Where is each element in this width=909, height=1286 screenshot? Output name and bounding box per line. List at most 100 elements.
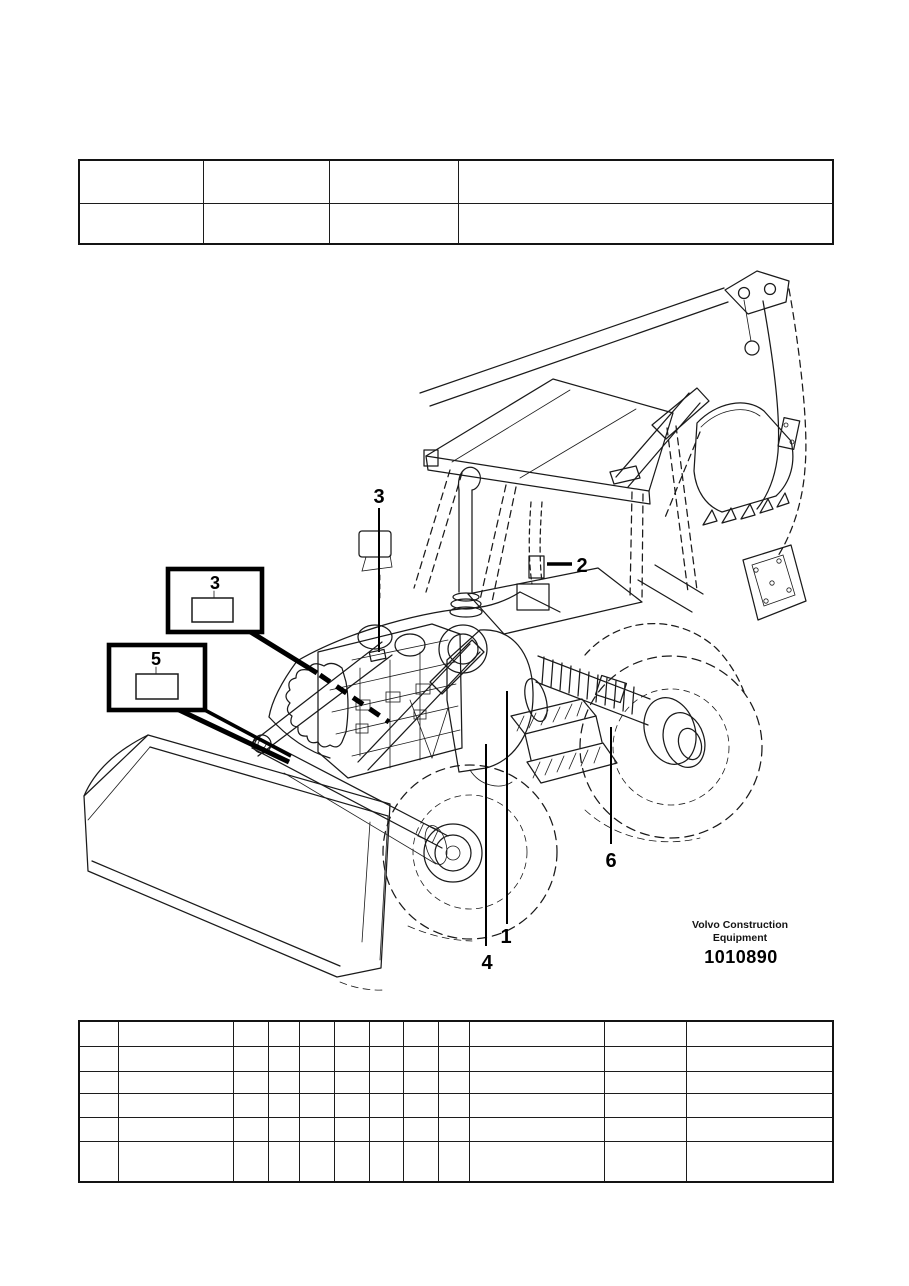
table-cell: [368, 1020, 404, 1047]
table-cell: [468, 1045, 605, 1072]
table-cell: [685, 1020, 834, 1047]
table-cell: [402, 1092, 439, 1118]
table-cell: [298, 1070, 335, 1094]
table-cell: [603, 1020, 687, 1047]
table-cell: [117, 1092, 234, 1118]
table-cell: [232, 1070, 269, 1094]
rear-wheel: [579, 655, 763, 843]
table-cell: [402, 1070, 439, 1094]
table-cell: [603, 1092, 687, 1118]
machine-drawing: [83, 270, 807, 991]
credit-line-1: Volvo Construction: [692, 919, 788, 931]
table-cell: [603, 1116, 687, 1142]
callout-6-number: 6: [605, 850, 616, 872]
callouts: 3 2 1 4 6 3: [106, 486, 617, 974]
decal-box-5-number: 5: [151, 649, 161, 669]
front-axle: [251, 734, 483, 883]
table-cell: [368, 1140, 404, 1183]
callout-1-number: 1: [500, 926, 511, 948]
callout-3-target: [368, 648, 387, 662]
table-cell: [232, 1020, 269, 1047]
figure-number: 1010890: [704, 947, 778, 967]
table-cell: [437, 1020, 470, 1047]
table-cell: [78, 1020, 119, 1047]
table-cell: [685, 1140, 834, 1183]
loader-arm: [249, 639, 485, 771]
table-cell: [78, 1140, 119, 1183]
table-cell: [202, 159, 330, 204]
drive-shaft: [535, 655, 706, 768]
table-cell: [603, 1045, 687, 1072]
table-cell: [437, 1070, 470, 1094]
table-cell: [468, 1020, 605, 1047]
callout-3-number: 3: [373, 486, 384, 508]
table-cell: [298, 1020, 335, 1047]
decal-box-5: 5: [106, 642, 292, 765]
table-cell: [333, 1092, 370, 1118]
table-cell: [232, 1092, 269, 1118]
table-cell: [78, 202, 204, 245]
table-cell: [267, 1020, 300, 1047]
table-cell: [298, 1116, 335, 1142]
table-cell: [402, 1116, 439, 1142]
table-cell: [457, 202, 834, 245]
table-row: [78, 1045, 834, 1072]
decal-box-3-number: 3: [210, 573, 220, 593]
table-cell: [685, 1045, 834, 1072]
table-cell: [685, 1070, 834, 1094]
table-cell: [468, 1116, 605, 1142]
table-cell: [267, 1070, 300, 1094]
table-cell: [603, 1070, 687, 1094]
table-cell: [78, 1070, 119, 1094]
table-cell: [333, 1140, 370, 1183]
table-cell: [437, 1092, 470, 1118]
table-cell: [437, 1140, 470, 1183]
exhaust-stack: [449, 466, 483, 618]
cab: [413, 378, 698, 635]
credit-line-2: Equipment: [713, 932, 768, 944]
table-row: [78, 1092, 834, 1118]
table-cell: [117, 1140, 234, 1183]
table-cell: [267, 1116, 300, 1142]
table-cell: [685, 1116, 834, 1142]
table-cell: [202, 202, 330, 245]
table-cell: [328, 202, 459, 245]
table-cell: [267, 1092, 300, 1118]
table-cell: [333, 1020, 370, 1047]
transmission: [438, 624, 548, 787]
table-cell: [468, 1092, 605, 1118]
table-cell: [298, 1045, 335, 1072]
figure-credit: Volvo Construction Equipment 1010890: [692, 919, 788, 967]
table-cell: [117, 1020, 234, 1047]
rear-boom: [419, 270, 807, 621]
hood-body: [268, 501, 745, 759]
table-cell: [78, 1092, 119, 1118]
callout-2-number: 2: [576, 555, 587, 577]
parts-table: [78, 1020, 834, 1183]
table-cell: [232, 1045, 269, 1072]
table-cell: [333, 1045, 370, 1072]
table-row: [78, 1116, 834, 1142]
callout-4-number: 4: [481, 952, 493, 974]
table-cell: [468, 1140, 605, 1183]
table-cell: [368, 1116, 404, 1142]
table-cell: [333, 1116, 370, 1142]
table-row: [78, 202, 834, 245]
table-cell: [368, 1070, 404, 1094]
engine: [285, 623, 463, 779]
table-cell: [368, 1045, 404, 1072]
table-cell: [267, 1140, 300, 1183]
table-cell: [402, 1140, 439, 1183]
table-cell: [402, 1020, 439, 1047]
table-cell: [437, 1045, 470, 1072]
table-cell: [78, 1045, 119, 1072]
table-cell: [333, 1070, 370, 1094]
table-cell: [368, 1092, 404, 1118]
table-cell: [232, 1140, 269, 1183]
table-cell: [232, 1116, 269, 1142]
table-cell: [117, 1070, 234, 1094]
table-cell: [78, 1116, 119, 1142]
table-cell: [267, 1045, 300, 1072]
